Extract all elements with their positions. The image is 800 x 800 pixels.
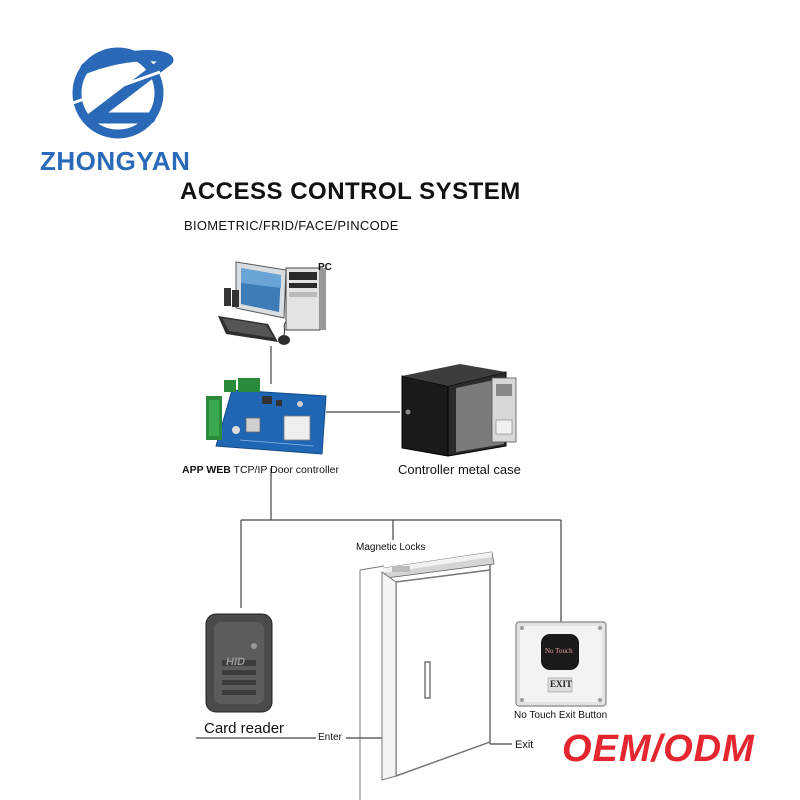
door-icon — [360, 566, 490, 800]
door-controller-board-icon — [206, 378, 326, 454]
controller-label: APP WEB TCP/IP Door controller — [182, 464, 339, 476]
controller-label-rest: TCP/IP Door controller — [231, 464, 339, 476]
exit-connection-label: Exit — [515, 739, 533, 751]
pc-label: PC — [318, 262, 332, 273]
metal-case-label: Controller metal case — [398, 462, 521, 477]
card-reader-device-text: HID — [226, 656, 245, 668]
exit-button-face-text: No Touch — [545, 647, 573, 655]
controller-metal-case-icon — [402, 364, 516, 456]
brand-name: ZHONGYAN — [40, 146, 190, 177]
card-reader-label: Card reader — [204, 720, 284, 737]
exit-button-label: No Touch Exit Button — [514, 710, 607, 721]
controller-label-bold: APP WEB — [182, 464, 231, 476]
page-title: ACCESS CONTROL SYSTEM — [180, 178, 521, 206]
enter-connection-label: Enter — [318, 732, 342, 743]
pc-icon — [218, 262, 326, 345]
exit-button-icon — [516, 622, 606, 706]
exit-button-plate-text: EXIT — [550, 679, 572, 689]
zhongyan-logo-icon — [70, 52, 168, 134]
magnetic-lock-label: Magnetic Locks — [356, 542, 425, 553]
page-subtitle: BIOMETRIC/FRID/FACE/PINCODE — [184, 218, 399, 233]
oem-odm-badge: OEM/ODM — [562, 728, 755, 771]
